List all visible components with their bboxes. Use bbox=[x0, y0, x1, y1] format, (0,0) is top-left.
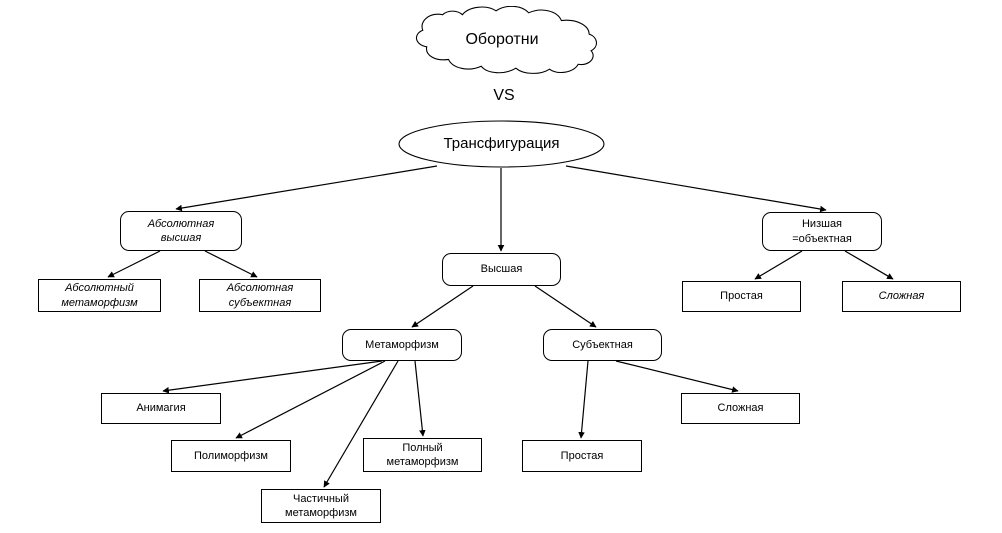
node-oborotni[interactable]: Оборотни bbox=[403, 6, 601, 74]
node-absolyutnyy-metamorfizm[interactable]: Абсолютный метаморфизм bbox=[38, 279, 161, 312]
node-label-prostaya-bottom: Простая bbox=[560, 449, 604, 462]
node-label-absolyutnaya-subektnaya: Абсолютная субъектная bbox=[226, 282, 294, 309]
ellipse-shape bbox=[398, 120, 605, 168]
node-slozhnaya-bottom[interactable]: Сложная bbox=[681, 393, 800, 424]
node-label-polimorfizm: Полиморфизм bbox=[194, 449, 268, 462]
node-label-animagiya: Анимагия bbox=[136, 402, 186, 415]
cloud-shape bbox=[416, 6, 597, 74]
node-absolyutnaya-vysshaya[interactable]: Абсолютная высшая bbox=[120, 211, 242, 251]
node-metamorfizm[interactable]: Метаморфизм bbox=[342, 329, 462, 361]
node-label-subektnaya: Субъектная bbox=[572, 338, 633, 351]
node-label-absolyutnaya-vysshaya: Абсолютная высшая bbox=[147, 217, 215, 244]
node-label-polnyy-metamorfizm: Полный метаморфизм bbox=[386, 441, 459, 468]
node-label-absolyutnyy-metamorfizm: Абсолютный метаморфизм bbox=[61, 282, 138, 309]
node-slozhnaya-right[interactable]: Сложная bbox=[842, 281, 961, 312]
node-label-slozhnaya-bottom: Сложная bbox=[717, 402, 764, 415]
node-label-metamorfizm: Метаморфизм bbox=[365, 338, 439, 351]
node-animagiya[interactable]: Анимагия bbox=[101, 393, 221, 424]
node-label-chastichnyy-metamorfizm: Частичный метаморфизм bbox=[285, 492, 357, 519]
node-label-slozhnaya-right: Сложная bbox=[878, 290, 925, 303]
node-subektnaya[interactable]: Субъектная bbox=[543, 329, 662, 361]
node-transfiguraciya[interactable]: Трансфигурация bbox=[398, 120, 605, 168]
node-chastichnyy-metamorfizm[interactable]: Частичный метаморфизм bbox=[261, 489, 381, 523]
node-label-oborotni: Оборотни bbox=[465, 30, 539, 48]
node-prostaya-bottom[interactable]: Простая bbox=[522, 440, 642, 472]
node-label-vs: VS bbox=[493, 86, 515, 104]
node-polnyy-metamorfizm[interactable]: Полный метаморфизм bbox=[363, 438, 482, 472]
node-label-nizshaya-obektnaya: Низшая =объектная bbox=[792, 218, 852, 245]
node-vysshaya[interactable]: Высшая bbox=[442, 253, 561, 286]
node-nizshaya-obektnaya[interactable]: Низшая =объектная bbox=[762, 212, 882, 251]
node-vs[interactable]: VS bbox=[478, 84, 530, 108]
node-label-prostaya-right: Простая bbox=[720, 290, 763, 303]
node-label-vysshaya: Высшая bbox=[480, 263, 523, 276]
node-polimorfizm[interactable]: Полиморфизм bbox=[171, 440, 291, 472]
node-absolyutnaya-subektnaya[interactable]: Абсолютная субъектная bbox=[199, 279, 321, 312]
node-label-transfiguraciya: Трансфигурация bbox=[443, 135, 560, 153]
node-prostaya-right[interactable]: Простая bbox=[682, 281, 801, 312]
